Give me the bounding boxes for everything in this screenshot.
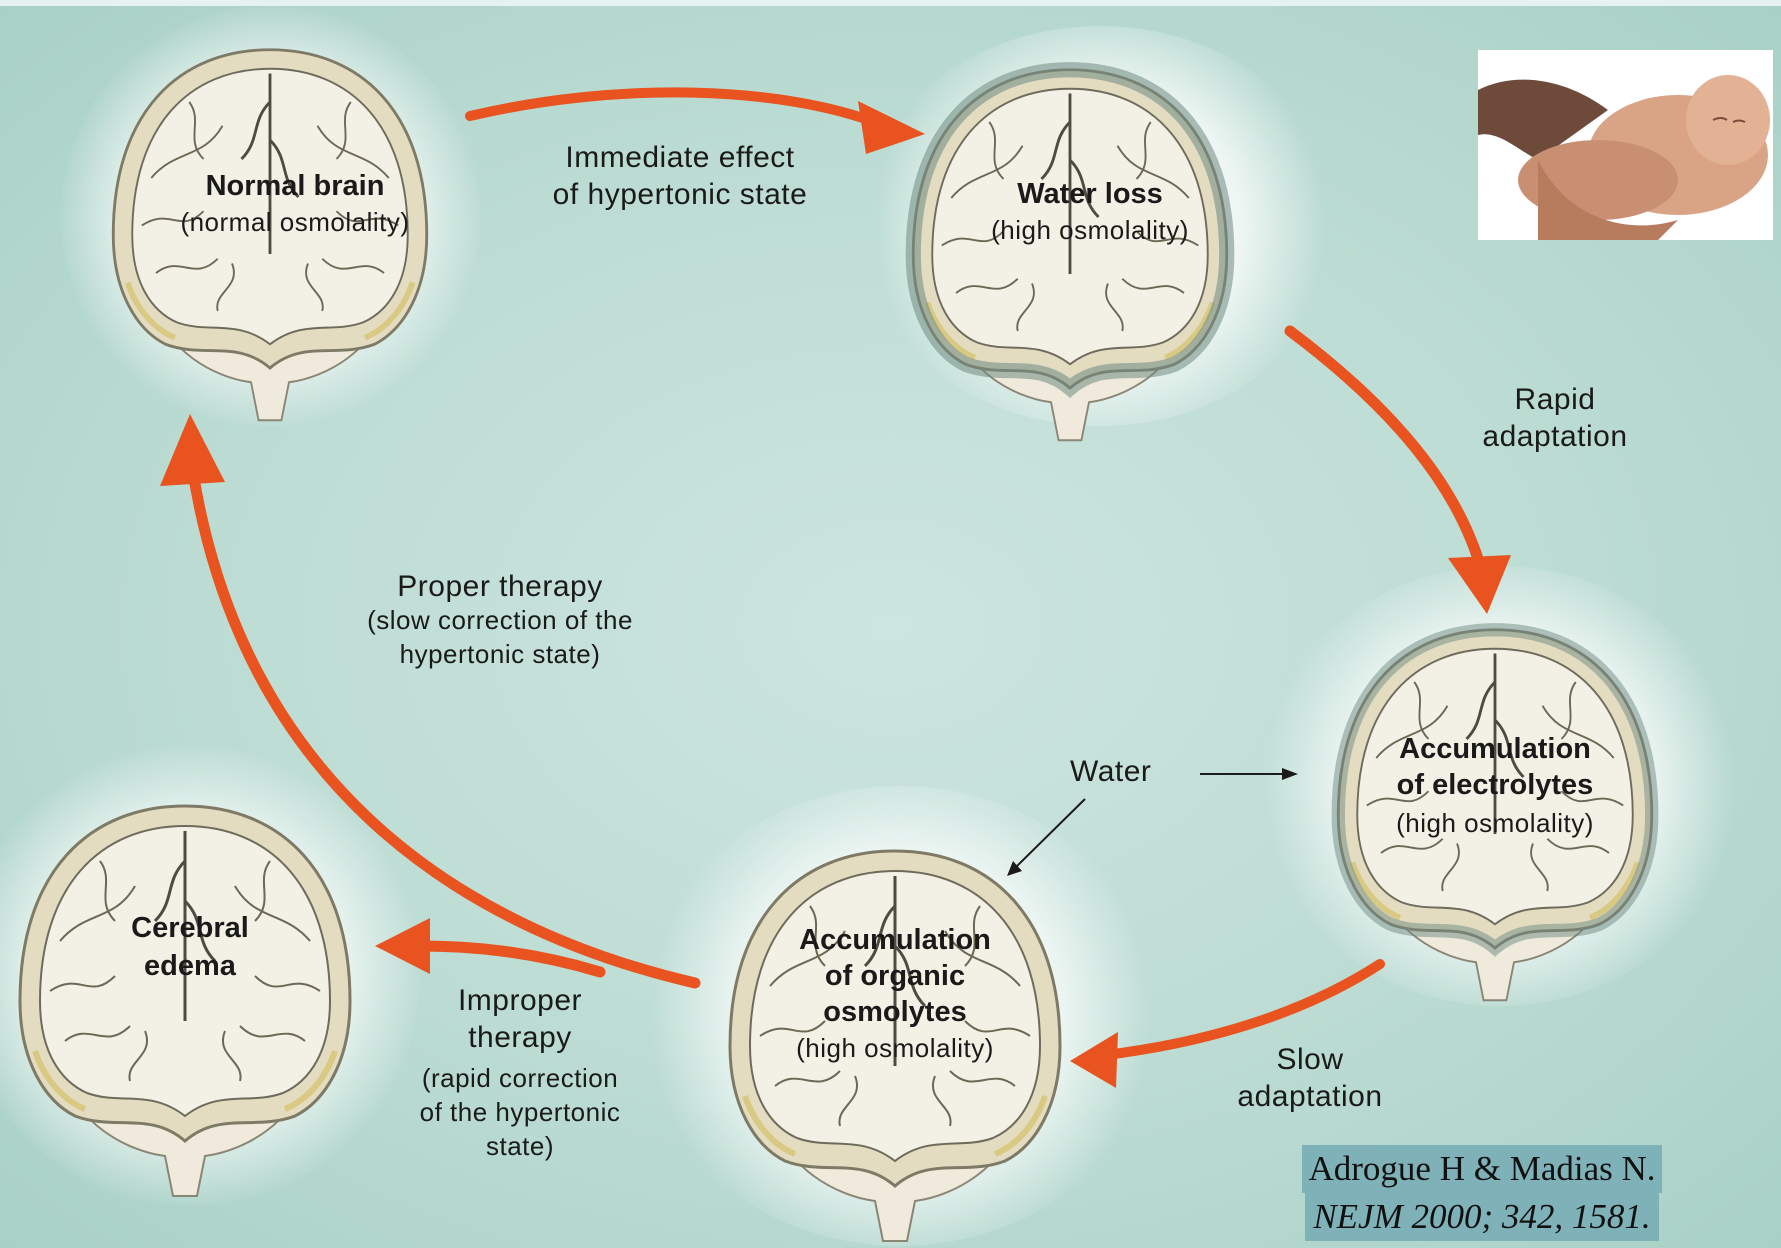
citation-authors: Adrogue H & Madias N. bbox=[1302, 1145, 1661, 1193]
node-water-loss-title: Water loss bbox=[960, 176, 1220, 212]
brain-edema bbox=[20, 806, 350, 1196]
node-organic-title3: osmolytes bbox=[740, 994, 1050, 1030]
arrowhead-improper bbox=[375, 918, 430, 974]
edge-improper-line5: state) bbox=[360, 1130, 680, 1162]
newborn-baby-photo bbox=[1478, 50, 1773, 240]
node-electrolytes-title1: Accumulation bbox=[1340, 731, 1650, 767]
citation: Adrogue H & Madias N. NEJM 2000; 342, 15… bbox=[1222, 1145, 1742, 1248]
edge-slow-line1: Slow bbox=[1180, 1041, 1440, 1078]
node-organic-title2: of organic bbox=[740, 958, 1050, 994]
node-edema-title2: edema bbox=[70, 948, 310, 984]
node-water-loss-sub: (high osmolality) bbox=[940, 214, 1240, 246]
arrowhead-proper bbox=[160, 414, 225, 486]
arrow-immediate bbox=[470, 92, 880, 124]
water-arrow-left bbox=[1015, 799, 1085, 868]
edge-improper-line4: of the hypertonic bbox=[360, 1096, 680, 1128]
arrowhead-slow bbox=[1070, 1032, 1118, 1088]
node-electrolytes-title2: of electrolytes bbox=[1340, 767, 1650, 803]
diagram-panel: Normal brain (normal osmolality) Water l… bbox=[0, 6, 1781, 1248]
citation-journal: NEJM 2000; 342, 1581. bbox=[1305, 1193, 1658, 1241]
node-organic-sub: (high osmolality) bbox=[740, 1032, 1050, 1064]
edge-immediate-line2: of hypertonic state bbox=[490, 176, 870, 213]
arrowhead-rapid bbox=[1448, 555, 1511, 614]
edge-proper-line1: Proper therapy bbox=[320, 568, 680, 605]
edge-improper-line3: (rapid correction bbox=[360, 1062, 680, 1094]
edge-rapid-line1: Rapid bbox=[1420, 381, 1690, 418]
node-organic-title1: Accumulation bbox=[740, 922, 1050, 958]
brain-water-loss bbox=[913, 70, 1227, 441]
edge-slow-line2: adaptation bbox=[1180, 1078, 1440, 1115]
edge-proper-line3: hypertonic state) bbox=[300, 638, 700, 670]
edge-rapid-line2: adaptation bbox=[1420, 418, 1690, 455]
water-arrowhead-right bbox=[1282, 768, 1298, 780]
node-normal-sub: (normal osmolality) bbox=[130, 206, 460, 238]
node-normal-title: Normal brain bbox=[150, 168, 440, 204]
edge-water-label: Water bbox=[1070, 753, 1200, 790]
node-edema-title1: Cerebral bbox=[70, 910, 310, 946]
edge-proper-line2: (slow correction of the bbox=[300, 604, 700, 636]
edge-improper-line2: therapy bbox=[380, 1019, 660, 1056]
baby-icon bbox=[1478, 50, 1773, 240]
edge-immediate-line1: Immediate effect bbox=[490, 139, 870, 176]
edge-improper-line1: Improper bbox=[380, 982, 660, 1019]
node-electrolytes-sub: (high osmolality) bbox=[1340, 807, 1650, 839]
